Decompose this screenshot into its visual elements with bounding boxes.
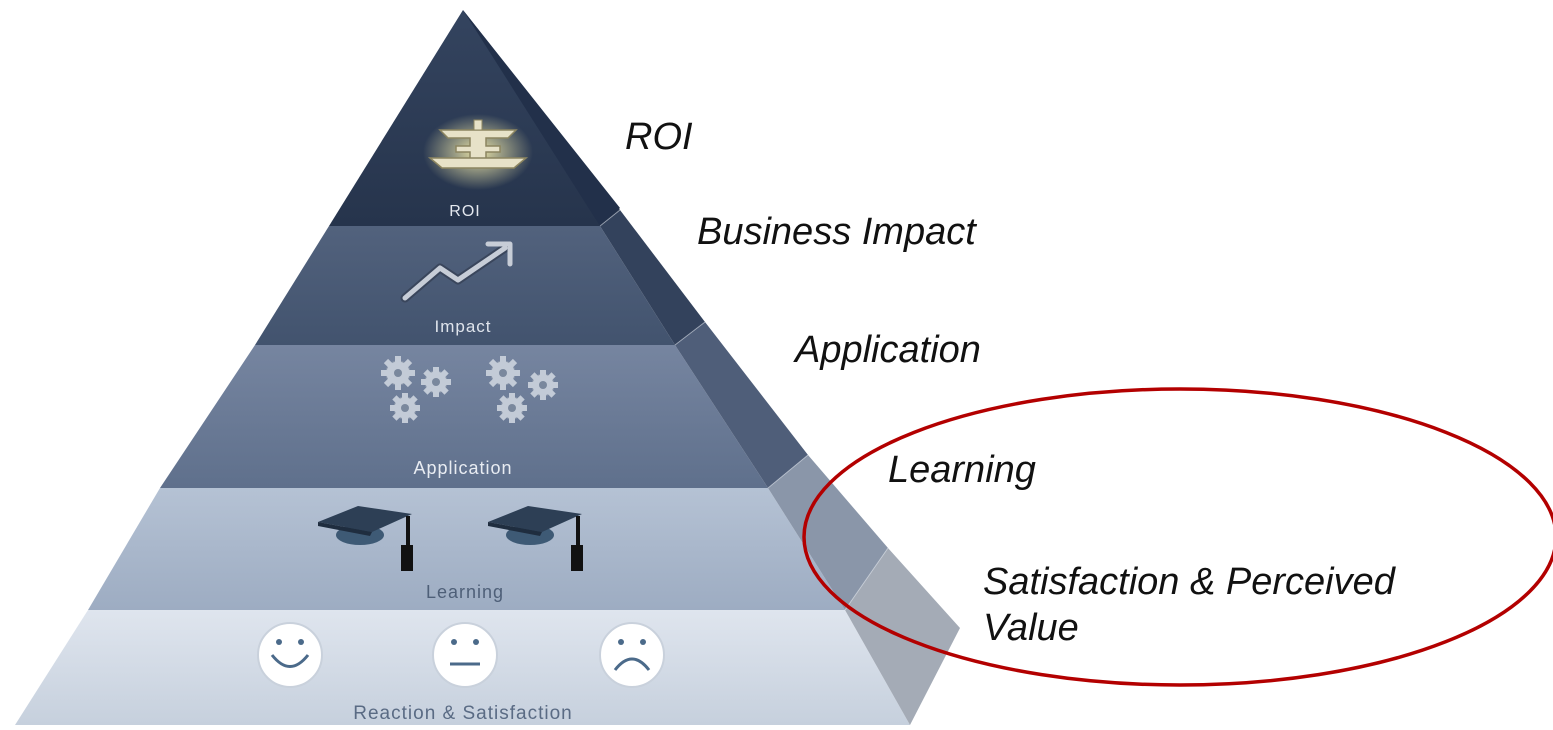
tier-label-impact: Impact xyxy=(434,317,491,336)
tier-impact-face xyxy=(255,226,675,345)
trend-arrow-icon xyxy=(400,241,513,303)
right-label-satisfaction-line1: Satisfaction & Perceived xyxy=(983,561,1395,603)
tier-roi-side xyxy=(463,10,620,226)
tier-impact-side xyxy=(600,210,705,345)
tier-label-application: Application xyxy=(413,458,512,478)
gears-icon xyxy=(381,356,558,423)
graduation-cap-icon xyxy=(488,506,583,571)
tier-learning-face xyxy=(88,488,845,610)
right-label-roi: ROI xyxy=(625,116,693,158)
graduation-cap-icon xyxy=(318,506,413,571)
eagle-emblem-icon xyxy=(423,114,533,190)
highlight-ellipse xyxy=(802,387,1553,687)
tier-label-reaction: Reaction & Satisfaction xyxy=(353,703,572,724)
right-label-application: Application xyxy=(795,329,981,371)
right-label-learning: Learning xyxy=(888,449,1036,491)
right-label-business-impact: Business Impact xyxy=(697,211,976,253)
tier-application-side xyxy=(675,322,808,488)
tier-learning-side xyxy=(768,455,888,610)
tier-label-learning: Learning xyxy=(426,582,504,602)
neutral-face-icon xyxy=(432,622,498,688)
tier-application-face xyxy=(160,345,768,488)
sad-face-icon xyxy=(599,622,665,688)
right-label-satisfaction-line2: Value xyxy=(983,607,1079,649)
happy-face-icon xyxy=(257,622,323,688)
tier-label-roi: ROI xyxy=(449,203,480,220)
